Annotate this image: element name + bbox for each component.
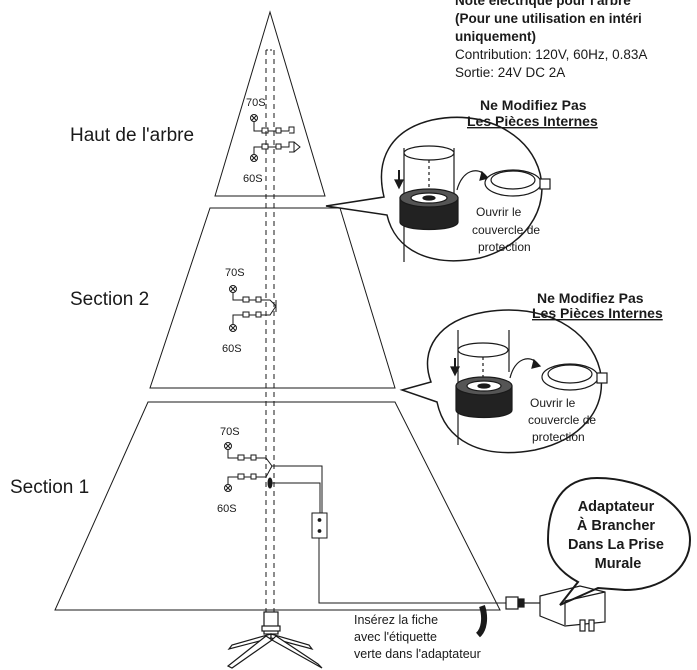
adapter-line: À Brancher <box>577 517 656 534</box>
note-specs: Contribution: 120V, 60Hz, 0.83A Sortie: … <box>455 47 650 80</box>
cover-line: couvercle de <box>472 223 540 237</box>
cover-line: Ouvrir le <box>530 396 576 410</box>
bulb-label-70s-top: 70S <box>246 97 266 109</box>
tree-stand <box>226 611 323 669</box>
warning-top-line2: Les Pièces Internes <box>467 113 598 129</box>
adapter-line: Adaptateur <box>578 499 655 515</box>
plug-note-line: Insérez la fiche <box>354 613 438 627</box>
adapter-illustration <box>475 585 606 638</box>
bulb-label-60s-mid: 60S <box>222 343 242 355</box>
cover-line: couvercle de <box>528 413 596 427</box>
warning-mid-line2: Les Pièces Internes <box>532 305 663 321</box>
top-section-wiring <box>250 114 301 162</box>
center-pole <box>265 49 275 625</box>
adapter-line: Murale <box>595 556 642 572</box>
bulb-label-60s-top: 60S <box>243 173 263 185</box>
warning-top-line1: Ne Modifiez Pas <box>480 97 587 113</box>
warning-mid-line1: Ne Modifiez Pas <box>537 290 644 306</box>
adapter-line: Dans La Prise <box>568 537 664 553</box>
tree-section-2 <box>149 207 396 389</box>
note-spec-line: Sortie: 24V DC 2A <box>455 65 565 80</box>
plug-note: Insérez la fiche avec l'étiquette verte … <box>354 613 481 661</box>
bulb-label-60s-bot: 60S <box>217 503 237 515</box>
section-2-wiring <box>229 285 277 332</box>
cover-label-mid: Ouvrir le couvercle de protection <box>528 396 599 444</box>
plug-note-line: verte dans l'adaptateur <box>354 647 481 661</box>
tree-top-section <box>214 10 326 197</box>
callout-mid-cap <box>450 330 608 445</box>
cover-line: protection <box>532 430 585 444</box>
note-title-line: (Pour une utilisation en intéri <box>455 11 642 26</box>
note-title-line: Note électrique pour l'arbre <box>455 0 631 8</box>
bulb-label-70s-mid: 70S <box>225 267 245 279</box>
adapter-bubble <box>546 476 692 606</box>
section-label-1: Section 1 <box>10 477 89 498</box>
note-title: Note électrique pour l'arbre (Pour une u… <box>455 0 646 44</box>
tree-section-1 <box>54 401 501 611</box>
note-spec-line: Contribution: 120V, 60Hz, 0.83A <box>455 47 647 62</box>
bulb-label-70s-bot: 70S <box>220 426 240 438</box>
plug-note-line: avec l'étiquette <box>354 630 437 644</box>
adapter-bubble-text: Adaptateur À Brancher Dans La Prise Mura… <box>568 499 668 572</box>
cover-line: Ouvrir le <box>476 205 522 219</box>
section-label-top: Haut de l'arbre <box>70 125 194 146</box>
note-title-line: uniquement) <box>455 29 536 44</box>
section-label-2: Section 2 <box>70 289 149 310</box>
cover-label-top: Ouvrir le couvercle de protection <box>472 205 543 254</box>
cover-line: protection <box>478 240 531 254</box>
section-1-wiring <box>224 442 515 604</box>
callout-top-cap <box>394 145 551 262</box>
